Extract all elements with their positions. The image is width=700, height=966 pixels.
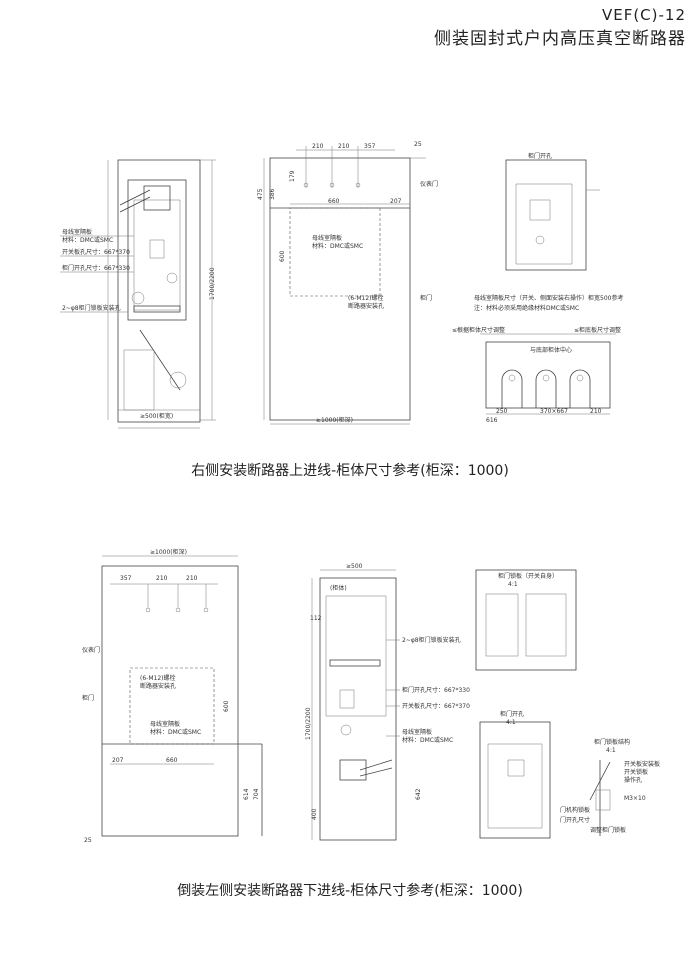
bottom-front-view: ≥1000(柜深) 357 210 210 207 660 600 614 70… [82, 548, 263, 844]
panel-op-hole: 操作孔 [624, 776, 642, 784]
bottom-label-door-hole: 柜门开孔尺寸：667*330 [402, 686, 470, 694]
label-bolt: (6-M12)螺栓 [348, 294, 383, 302]
panel-dim-1: 250 [496, 408, 508, 415]
label-partition: 母线室隔板 [62, 228, 92, 236]
panel-bottom-note: ≤柜底板尺寸调整 [574, 326, 621, 334]
bottom-label-partition-2: 母线室隔板 [402, 728, 432, 736]
dim-side-4: 600 [279, 250, 286, 262]
dim-top-3: 357 [364, 143, 376, 150]
panel-scale-1: 4:1 [508, 581, 518, 588]
bottom-dim-low-5: 704 [253, 788, 260, 800]
panel-switch-lock: 开关锁板 [624, 768, 648, 776]
top-front-view: 210 210 357 25 475 386 179 660 207 600 母… [257, 141, 438, 425]
panel-center-note: 与底部柜体中心 [530, 346, 572, 354]
document-code: VEF(C)-12 [601, 6, 686, 24]
dim-top-4: 25 [414, 141, 422, 148]
bottom-dim-642: 642 [415, 788, 422, 800]
bottom-label-cabinet: (柜体) [330, 584, 347, 592]
dim-mid-1: 660 [328, 198, 340, 205]
panel-screw: M3×10 [624, 795, 646, 802]
label-mount-hole: 断路器安装孔 [348, 302, 384, 310]
bottom-label-bolt: (6-M12)螺栓 [140, 674, 175, 682]
bottom-label-material-2: 材料：DMC或SMC [402, 736, 453, 744]
bottom-label-switch-hole: 开关板孔尺寸：667*370 [402, 702, 470, 710]
caption-bottom: 倒装左侧安装断路器下进线-柜体尺寸参考(柜深：1000) [177, 883, 523, 899]
bottom-dim-top-2: 210 [156, 575, 168, 582]
bottom-detail-panels: 柜门锁板（开关自身） 4:1 柜门开孔 4:1 柜门锁板结构 4:1 开关板安装… [475, 569, 660, 839]
label-mid-material: 材料：DMC或SMC [312, 242, 363, 250]
panel-door-hole: 柜门开孔 [528, 152, 552, 160]
label-lock-holes: 2~φ8柜门锁板安装孔 [62, 304, 121, 312]
bottom-dim-width: ≥500 [346, 563, 363, 570]
bottom-dim-top-3: 210 [186, 575, 198, 582]
dim-top-1: 210 [312, 143, 324, 150]
panel-dim-2: 370×667 [540, 408, 568, 415]
panel-material-note: 注：材料必须采用绝缘材料DMC或SMC [474, 304, 579, 312]
panel-switch-plate: 开关板安装板 [624, 760, 660, 768]
top-detail-panels: 柜门开孔 母线室隔板尺寸（开关、侧面安装右操作）柜宽500参考 注：材料必须采用… [452, 152, 623, 424]
dim-mid-2: 207 [390, 198, 402, 205]
dim-depth: ≥1000(柜深) [316, 416, 353, 424]
label-instrument-door: 仪表门 [420, 180, 438, 188]
panel-partition-note: 母线室隔板尺寸（开关、侧面安装右操作）柜宽500参考 [474, 294, 623, 302]
label-door-hole: 柜门开孔尺寸：667*330 [62, 264, 130, 272]
bottom-label-lock-holes: 2~φ8柜门锁板安装孔 [402, 636, 461, 644]
bottom-dim-low-6: 25 [84, 837, 92, 844]
top-side-view: 母线室隔板 材料：DMC或SMC 开关板孔尺寸：667*370 柜门开孔尺寸：6… [60, 159, 216, 429]
panel-door-hole-2: 柜门开孔 [500, 710, 524, 718]
panel-scale-3: 4:1 [606, 747, 616, 754]
bottom-dim-height: 1700/2200 [305, 707, 312, 740]
bottom-dim-low-2: 660 [166, 757, 178, 764]
panel-door-lock: 柜门锁板（开关自身） [498, 572, 558, 580]
panel-adjust-note: ≤根据柜体尺寸调整 [452, 326, 505, 334]
bottom-label-instrument: 仪表门 [82, 646, 100, 654]
panel-mech-lock: 门机构锁板 [560, 806, 590, 814]
caption-top: 右侧安装断路器上进线-柜体尺寸参考(柜深：1000) [191, 463, 509, 479]
panel-scale-2: 4:1 [506, 719, 516, 726]
dim-width: ≥500(柜宽) [140, 412, 173, 420]
bottom-label-door: 柜门 [82, 694, 94, 702]
dim-side-3: 179 [289, 170, 296, 182]
bottom-dim-low-4: 614 [243, 788, 250, 800]
bottom-label-material: 材料：DMC或SMC [150, 728, 201, 736]
panel-dim-3: 210 [590, 408, 602, 415]
dim-top-2: 210 [338, 143, 350, 150]
label-mid-partition: 母线室隔板 [312, 234, 342, 242]
dim-side-1: 475 [257, 188, 264, 200]
bottom-label-partition: 母线室隔板 [150, 720, 180, 728]
bottom-dim-depth: ≥1000(柜深) [150, 548, 187, 556]
panel-door-hole-size: 门开孔尺寸 [560, 816, 590, 824]
dim-side-2: 386 [269, 188, 276, 200]
bottom-label-mount: 断路器安装孔 [140, 682, 176, 690]
label-material: 材料：DMC或SMC [62, 236, 113, 244]
bottom-dim-112: 112 [310, 615, 322, 622]
panel-adjust-lock: 调整柜门锁板 [590, 826, 626, 834]
panel-lock-structure: 柜门锁板结构 [594, 738, 630, 746]
panel-dim-4: 616 [486, 417, 498, 424]
bottom-dim-400: 400 [311, 808, 318, 820]
bottom-dim-top-1: 357 [120, 575, 132, 582]
label-door: 柜门 [420, 294, 432, 302]
dim-height: 1700/2200 [209, 267, 216, 300]
bottom-dim-low-3: 600 [223, 700, 230, 712]
bottom-dim-low-1: 207 [112, 757, 124, 764]
bottom-side-view: ≥500 1700/2200 112 400 642 2~φ8柜门锁板安装孔 柜… [305, 563, 470, 841]
document-title: 侧装固封式户内高压真空断路器 [434, 29, 686, 49]
label-switch-hole: 开关板孔尺寸：667*370 [62, 248, 130, 256]
